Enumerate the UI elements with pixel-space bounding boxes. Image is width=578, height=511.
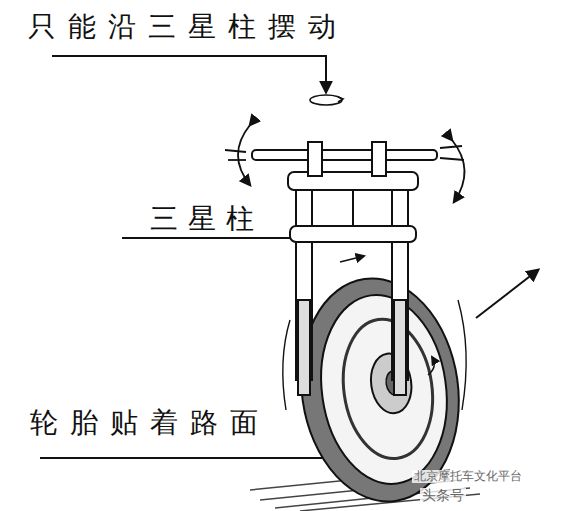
watermark: 北京摩托车文化平台 xyxy=(412,470,524,483)
part-label: 三星柱 xyxy=(150,204,264,235)
motion-lines xyxy=(283,300,466,410)
callout-label: 轮胎贴着路面 xyxy=(30,408,270,439)
handlebar xyxy=(252,142,437,176)
direction-arrow xyxy=(476,270,538,318)
fork xyxy=(296,180,408,395)
watermark: 头条号 xyxy=(420,488,466,503)
callout-label: 只能沿三星柱摆动 xyxy=(28,12,348,43)
steer-rotation xyxy=(310,95,343,105)
swing-arrows xyxy=(225,125,465,202)
triple-clamp xyxy=(288,172,418,262)
